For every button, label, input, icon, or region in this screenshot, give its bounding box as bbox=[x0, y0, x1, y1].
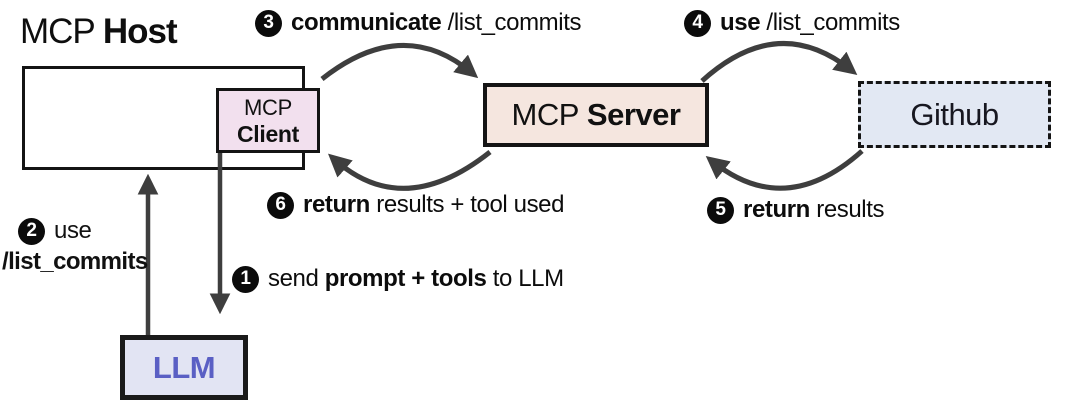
step-2-line2: /list_commits bbox=[2, 248, 148, 275]
step-5-rest: results bbox=[809, 196, 885, 223]
step-5-number-badge: 5 bbox=[707, 196, 734, 224]
mcp-host-title-bold: Host bbox=[102, 12, 178, 51]
step-6-strong: return bbox=[303, 191, 370, 218]
step-5-text: return results bbox=[743, 196, 885, 224]
step-5-strong: return bbox=[743, 196, 810, 223]
step-4-strong: use bbox=[720, 9, 761, 36]
step-4-text: use /list_commits bbox=[720, 9, 900, 37]
arrow-client-to-server bbox=[320, 43, 479, 81]
step-4-rest: /list_commits bbox=[760, 9, 900, 36]
step-6-text: return results + tool used bbox=[303, 191, 564, 219]
llm-label: LLM bbox=[152, 349, 216, 385]
mcp-client-label-line1: MCP bbox=[244, 94, 292, 120]
step-3-number-badge: 3 bbox=[255, 9, 282, 37]
mcp-server-box: MCP Server bbox=[483, 83, 709, 147]
github-label: Github bbox=[910, 96, 999, 132]
step-2-use-label: 2 use /list_commits bbox=[2, 217, 148, 276]
step-1-number-badge: 1 bbox=[232, 265, 259, 293]
step-3-communicate-label: 3 communicate /list_commits bbox=[255, 9, 581, 37]
step-1-pre: send bbox=[268, 265, 325, 292]
mcp-host-title: MCP Host bbox=[20, 12, 178, 52]
mcp-server-label-light: MCP bbox=[511, 97, 580, 132]
step-3-rest: /list_commits bbox=[441, 9, 582, 36]
step-5-return-label: 5 return results bbox=[707, 196, 885, 224]
step-1-text: send prompt + tools to LLM bbox=[268, 265, 564, 293]
step-2-line1: 2 use bbox=[18, 217, 148, 245]
step-6-return-label: 6 return results + tool used bbox=[267, 191, 564, 219]
step-1-rest: to LLM bbox=[486, 265, 564, 292]
mcp-host-title-light: MCP bbox=[20, 12, 95, 51]
arrow-github-to-server bbox=[705, 149, 864, 191]
step-1-strong: prompt + tools bbox=[324, 265, 487, 292]
step-3-text: communicate /list_commits bbox=[291, 9, 581, 37]
step-2-number-badge: 2 bbox=[18, 217, 45, 245]
step-6-rest: results + tool used bbox=[369, 191, 565, 218]
step-3-strong: communicate bbox=[291, 9, 442, 36]
step-4-use-label: 4 use /list_commits bbox=[684, 9, 900, 37]
mcp-client-box: MCP Client bbox=[216, 88, 320, 153]
step-6-number-badge: 6 bbox=[267, 191, 294, 219]
llm-box: LLM bbox=[120, 335, 248, 400]
mcp-client-label-line2: Client bbox=[236, 120, 300, 147]
step-2-pre: use bbox=[54, 217, 92, 244]
step-1-send-prompt-label: 1 send prompt + tools to LLM bbox=[232, 265, 564, 293]
arrow-server-to-github bbox=[700, 41, 858, 83]
github-box: Github bbox=[858, 81, 1051, 148]
mcp-server-label-bold: Server bbox=[586, 97, 681, 132]
arrow-server-to-client bbox=[328, 150, 492, 191]
step-4-number-badge: 4 bbox=[684, 9, 711, 37]
